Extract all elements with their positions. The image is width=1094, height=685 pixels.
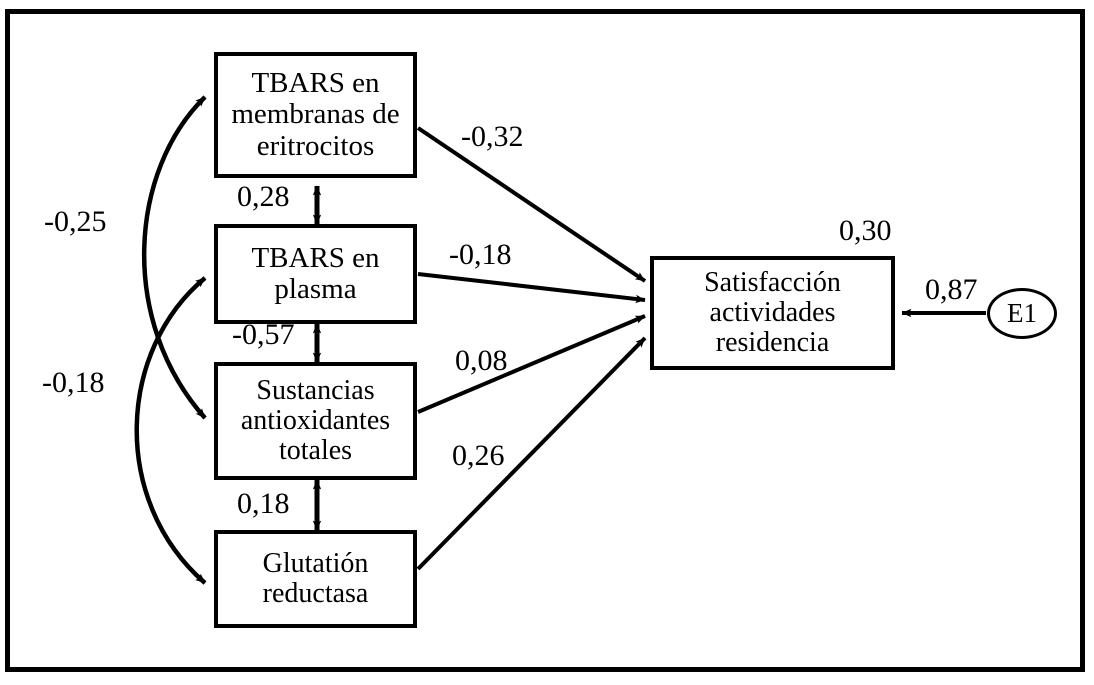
node-tbars-membranas[interactable]: TBARS en membranas de eritrocitos bbox=[214, 52, 417, 178]
node-glutation[interactable]: Glutatión reductasa bbox=[214, 530, 417, 628]
coefficient-path-glutation: 0,26 bbox=[452, 439, 505, 472]
coefficient-path-plasma: -0,18 bbox=[449, 238, 512, 271]
coefficient-membranas-plasma: 0,28 bbox=[237, 180, 290, 213]
coefficient-sustancias-glutation: 0,18 bbox=[237, 487, 290, 520]
node-error1[interactable]: E1 bbox=[987, 288, 1057, 339]
coefficient-path-error1: 0,87 bbox=[925, 273, 978, 306]
node-satisfaccion-label: Satisfacción actividades residencia bbox=[704, 266, 841, 359]
diagram-outer-border bbox=[5, 9, 1085, 672]
node-tbars-membranas-label: TBARS en membranas de eritrocitos bbox=[231, 67, 400, 162]
node-tbars-plasma[interactable]: TBARS en plasma bbox=[214, 224, 417, 324]
coefficient-plasma-sustancias: -0,57 bbox=[232, 318, 295, 351]
coefficient-path-sustancias: 0,08 bbox=[455, 344, 508, 377]
coefficient-path-membranas: -0,32 bbox=[461, 120, 524, 153]
node-sustancias[interactable]: Sustancias antioxidantes totales bbox=[214, 362, 417, 480]
explained-variance-label: 0,30 bbox=[839, 214, 892, 247]
node-glutation-label: Glutatión reductasa bbox=[262, 547, 369, 609]
coefficient-plasma-glutation: -0,18 bbox=[42, 366, 105, 399]
node-sustancias-label: Sustancias antioxidantes totales bbox=[240, 374, 391, 467]
node-satisfaccion[interactable]: Satisfacción actividades residencia bbox=[650, 256, 895, 370]
node-tbars-plasma-label: TBARS en plasma bbox=[251, 241, 380, 305]
coefficient-membranas-sustancias: -0,25 bbox=[44, 205, 107, 238]
node-error1-label: E1 bbox=[1007, 298, 1037, 328]
